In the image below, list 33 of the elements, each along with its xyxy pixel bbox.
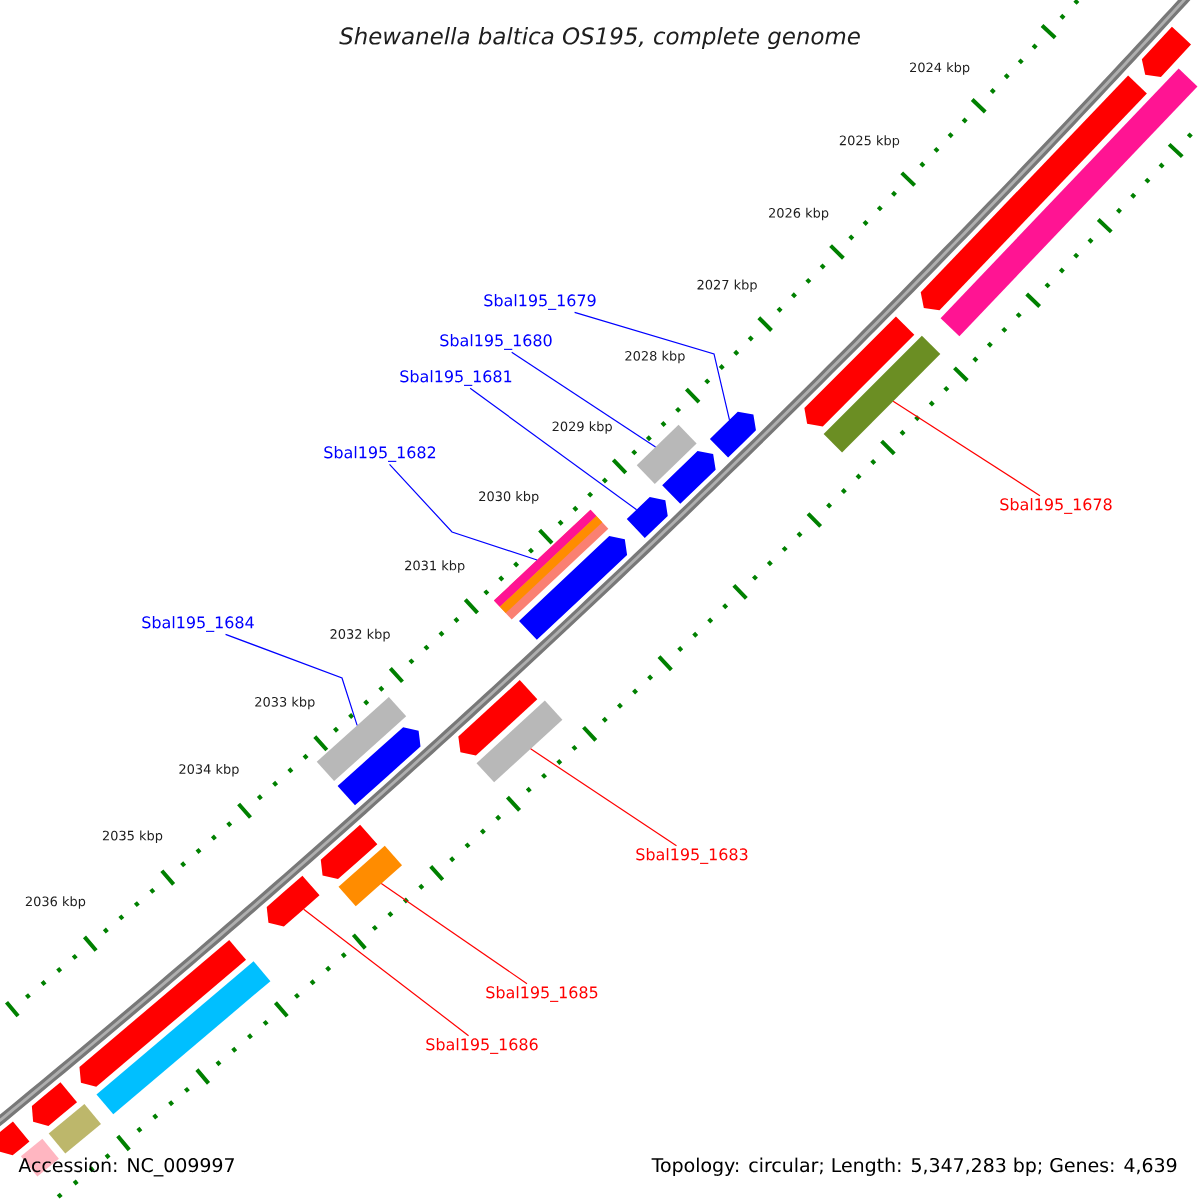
gene-block: [320, 824, 378, 880]
gene-block: [0, 1121, 30, 1156]
feature-bar: [636, 424, 697, 484]
gene-block: [920, 75, 1147, 311]
gene-block: [519, 536, 628, 640]
leader-line: [892, 400, 1041, 497]
leader-line: [511, 351, 657, 448]
title: Shewanella baltica OS195, complete genome: [339, 26, 860, 50]
gene-block: [709, 411, 756, 458]
gene-block: [458, 680, 538, 756]
footer-text: Topology: circular; Length: 5,347,283 bp; Genes: 4,639: [649, 1155, 1180, 1178]
footer-text: Accession: NC_009997: [18, 1157, 234, 1177]
gene-block: [662, 450, 716, 504]
gene-block: [804, 316, 915, 427]
feature-bar: [476, 700, 563, 783]
feature-bar: [96, 961, 271, 1115]
leader-line: [224, 633, 358, 727]
leader-line: [303, 908, 470, 1037]
gene-block: [31, 1082, 77, 1126]
leader-line: [574, 311, 731, 421]
feature-bar: [48, 1103, 101, 1154]
gene-block: [626, 497, 668, 538]
feature-bar: [823, 335, 941, 453]
leader-line: [469, 387, 638, 511]
feature-bar: [338, 845, 402, 907]
feature-bar: [316, 696, 407, 782]
leader-line: [388, 463, 538, 561]
gene-block: [337, 727, 421, 806]
leader-line: [530, 748, 678, 847]
leader-line: [380, 882, 528, 985]
gene-block: [266, 875, 320, 927]
gene-block: [1141, 26, 1191, 77]
gene-block: [79, 940, 247, 1087]
